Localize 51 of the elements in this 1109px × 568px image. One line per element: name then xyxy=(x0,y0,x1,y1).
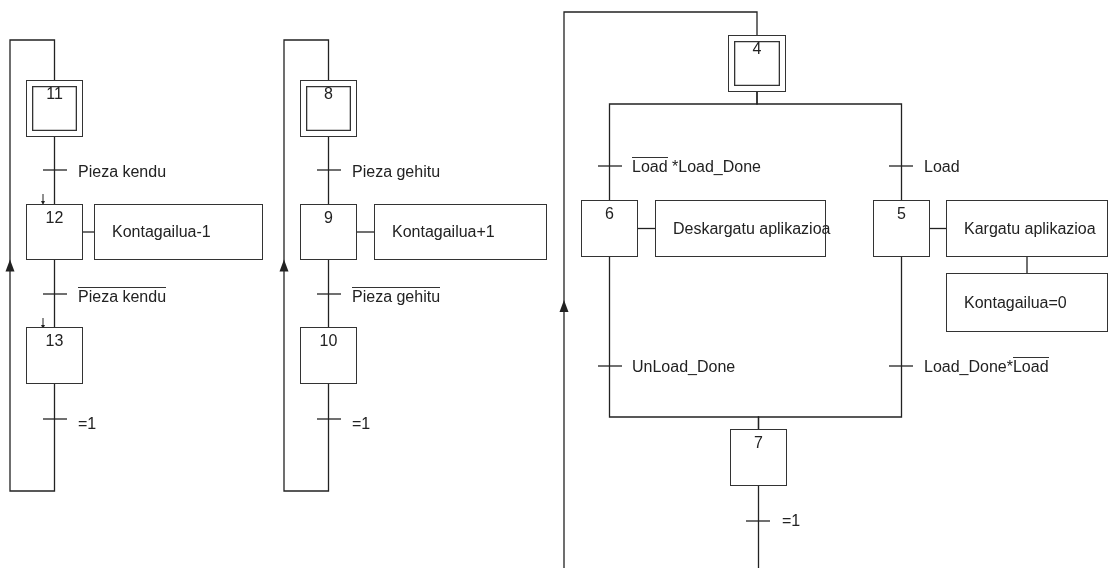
action-text: Kontagailua+1 xyxy=(392,222,495,242)
initial-step-box xyxy=(26,80,83,137)
step-number: 6 xyxy=(605,205,614,223)
step-number: 10 xyxy=(319,332,338,350)
step-number: 8 xyxy=(324,85,333,103)
connector xyxy=(756,91,903,201)
step-number: 12 xyxy=(45,209,64,227)
transition-condition: Pieza gehitu xyxy=(352,162,441,182)
step-number: 4 xyxy=(752,40,762,58)
connector xyxy=(53,259,56,328)
step-number: 5 xyxy=(897,205,906,223)
action-text: Kontagailua=0 xyxy=(964,292,1067,313)
loop-arrow xyxy=(5,39,56,492)
connector xyxy=(327,136,330,205)
step-number: 13 xyxy=(45,332,64,350)
action-text: Kargatu aplikazioa xyxy=(964,218,1096,239)
step-box xyxy=(26,204,83,260)
connector xyxy=(356,231,375,233)
step-number: 9 xyxy=(324,209,333,227)
transition-condition: Pieza gehitu xyxy=(352,287,441,307)
step-box xyxy=(873,200,930,257)
transition-condition: Pieza kendu xyxy=(78,287,167,307)
action-box xyxy=(374,204,547,260)
action-box xyxy=(946,273,1108,332)
initial-step-box xyxy=(728,35,786,92)
connector xyxy=(757,256,903,430)
transition-condition: UnLoad_Done xyxy=(632,357,736,377)
step-box xyxy=(26,327,83,384)
transition-condition: Load xyxy=(924,157,960,177)
initial-step-box xyxy=(300,80,357,137)
transition-condition: Pieza kendu xyxy=(78,162,167,182)
step-number: 7 xyxy=(754,434,763,452)
loop-arrow xyxy=(559,11,760,568)
transition-condition: =1 xyxy=(782,511,801,531)
step-box xyxy=(300,327,357,384)
transition-condition: Load_Done*Load xyxy=(924,357,1049,377)
connector xyxy=(1026,256,1028,274)
loop-arrow xyxy=(279,39,330,492)
step-number: 11 xyxy=(46,85,63,103)
step-box xyxy=(730,429,787,486)
step-box xyxy=(581,200,638,257)
step-box xyxy=(300,204,357,260)
connector xyxy=(327,259,330,328)
action-text: Kontagailua-1 xyxy=(112,222,211,242)
connector xyxy=(82,231,95,233)
transition-condition: Load *Load_Done xyxy=(632,157,761,177)
connector xyxy=(53,136,56,205)
transition-condition: =1 xyxy=(352,414,371,434)
action-box xyxy=(946,200,1108,257)
transition-condition: =1 xyxy=(78,414,97,434)
action-box xyxy=(94,204,263,260)
